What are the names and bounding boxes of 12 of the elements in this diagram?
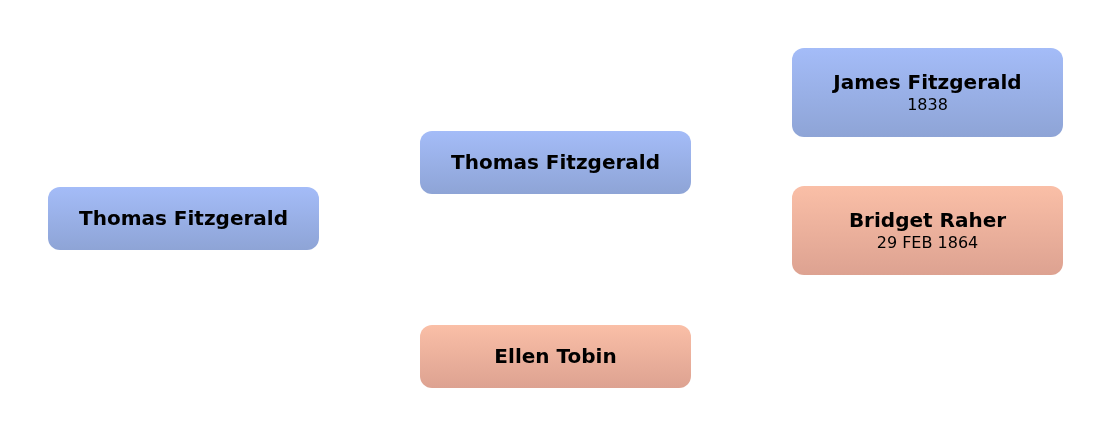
person-name: James Fitzgerald (833, 70, 1022, 95)
person-name: Thomas Fitzgerald (79, 206, 288, 231)
person-name: Bridget Raher (848, 208, 1007, 233)
person-name: Thomas Fitzgerald (451, 150, 660, 175)
person-box (792, 186, 1063, 275)
person-box (420, 131, 691, 194)
person-box (792, 48, 1063, 137)
person-box (420, 325, 691, 388)
person-name: Ellen Tobin (494, 344, 617, 369)
person-box (48, 187, 319, 250)
birth-date: 1838 (907, 95, 948, 115)
birth-date: 29 FEB 1864 (876, 233, 979, 253)
